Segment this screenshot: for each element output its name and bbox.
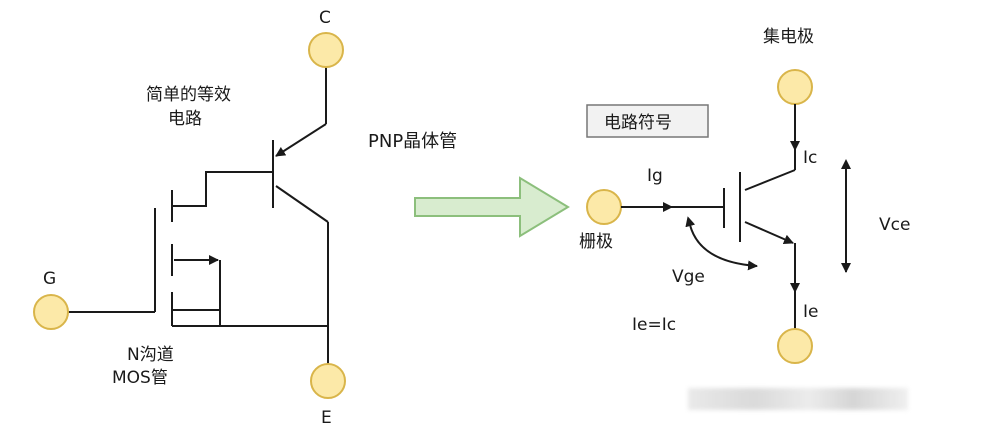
label-gate: 栅极 (579, 232, 613, 252)
pnp-collector-lead (275, 185, 329, 223)
collector-diagonal (744, 169, 796, 191)
symbol-label-box (586, 104, 709, 138)
label-vge: Vge (672, 267, 705, 287)
label-collector: 集电极 (763, 27, 814, 47)
blurred-watermark (688, 388, 908, 410)
label-mos-line2: MOS管 (112, 368, 168, 388)
terminal-collector (777, 69, 813, 105)
terminal-c (308, 32, 344, 68)
label-mos-line1: N沟道 (127, 345, 174, 365)
symbol-box-text: 电路符号 (604, 113, 672, 133)
label-ig: Ig (647, 166, 663, 186)
vge-arrow (685, 216, 758, 271)
base-to-drain (172, 171, 273, 207)
circuit-symbol: 电路符号 集电极 Ig Ic Ie Vge Vce 栅极 Ie=Ic (579, 27, 910, 364)
transition-arrow (414, 176, 570, 238)
label-c: C (319, 8, 331, 28)
emitter-arrow (744, 221, 794, 244)
label-ic: Ic (803, 148, 817, 168)
label-ie-eq-ic: Ie=Ic (632, 315, 676, 335)
label-equiv-line2: 电路 (168, 109, 202, 129)
label-pnp: PNP晶体管 (368, 131, 457, 152)
equivalent-circuit: C E G 简单的等效 电路 PNP晶体管 N沟道 MOS管 (33, 8, 457, 428)
label-ie: Ie (803, 302, 818, 322)
label-e: E (321, 408, 332, 428)
terminal-e (310, 363, 346, 399)
terminal-g (33, 294, 69, 330)
label-vce: Vce (879, 215, 910, 235)
terminal-emitter (777, 328, 813, 364)
label-g: G (43, 269, 56, 289)
pnp-emitter-lead (275, 123, 327, 157)
terminal-gate (586, 189, 622, 225)
label-equiv-line1: 简单的等效 (146, 85, 231, 105)
